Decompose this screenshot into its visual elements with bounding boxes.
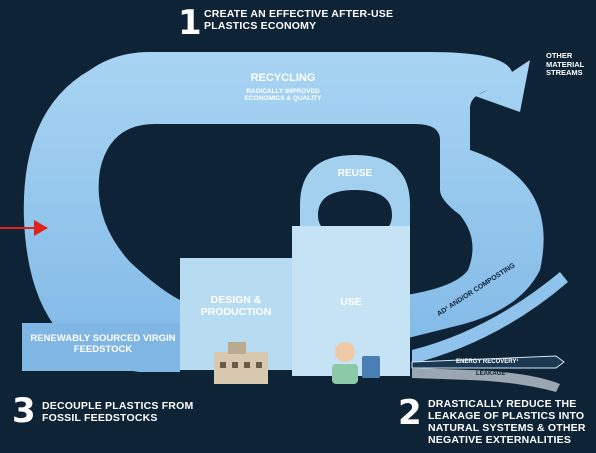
recycling-label: RECYCLING	[250, 72, 316, 84]
consumer-icon	[332, 342, 380, 384]
objective-2-number: 2	[398, 393, 422, 433]
other-material-streams-label: OTHER MATERIAL STREAMS	[546, 51, 585, 78]
leakage-label: LEAKAGE	[476, 371, 506, 377]
recycling-sublabel: RADICALLY IMPROVED ECONOMICS & QUALITY	[244, 88, 322, 103]
reuse-label: REUSE	[337, 168, 373, 179]
feedstock-label: RENEWABLY SOURCED VIRGIN FEEDSTOCK	[30, 333, 176, 355]
objective-2-text: DRASTICALLY REDUCE THE LEAKAGE OF PLASTI…	[428, 398, 586, 447]
recycling-loop	[23, 52, 544, 372]
composting-stream	[412, 272, 568, 364]
objective-1-text: CREATE AN EFFECTIVE AFTER-USE PLASTICS E…	[204, 8, 394, 33]
objective-3-text: DECOUPLE PLASTICS FROM FOSSIL FEEDSTOCKS	[42, 400, 194, 425]
leakage-stream	[412, 368, 560, 392]
use-label: USE	[340, 296, 362, 308]
factory-icon	[214, 342, 268, 384]
energy-stream	[411, 355, 565, 369]
objective-1-number: 1	[178, 3, 202, 43]
design-production-label: DESIGN & PRODUCTION	[200, 294, 272, 319]
feedstock-block	[22, 323, 180, 371]
red-arrow-icon	[34, 220, 48, 236]
objective-3-number: 3	[12, 391, 36, 431]
energy-recovery-label: ENERGY RECOVERY¹	[456, 359, 519, 365]
